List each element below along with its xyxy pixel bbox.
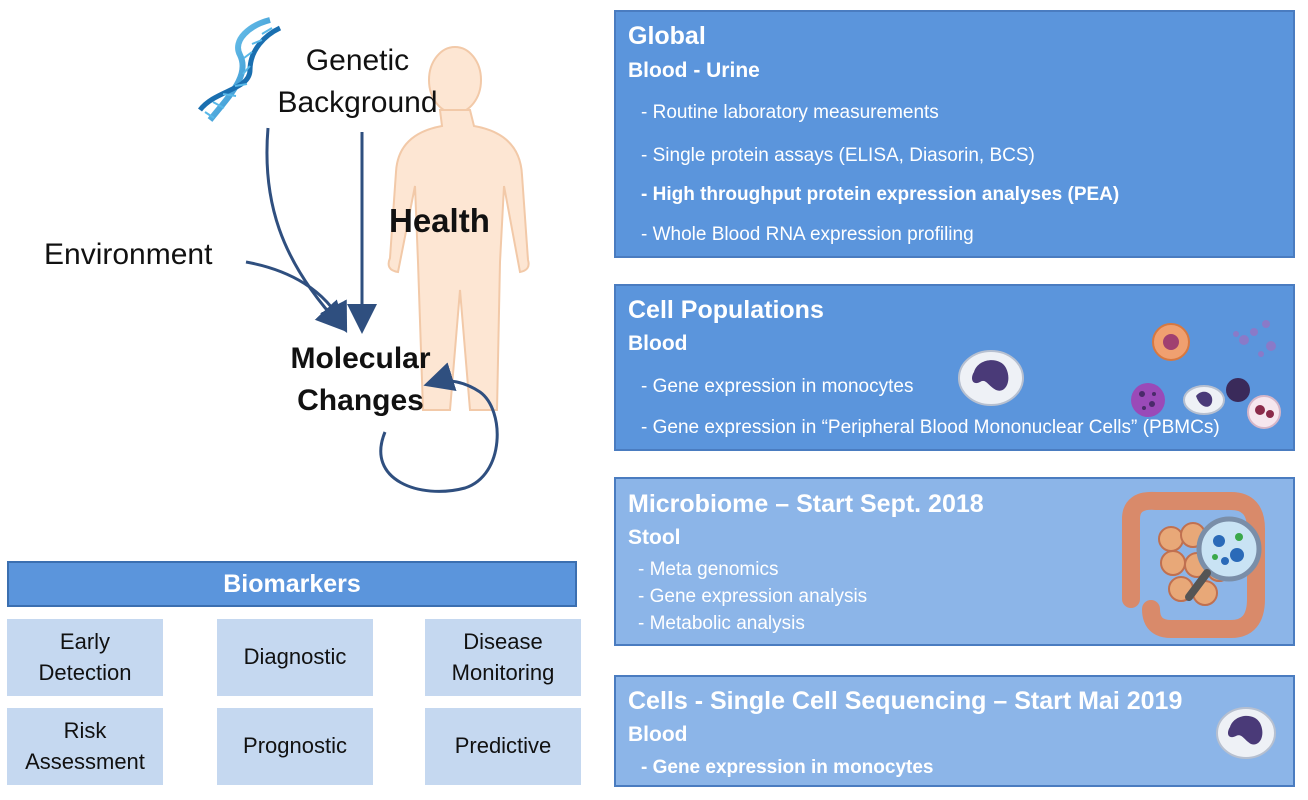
environment-label: Environment <box>44 238 213 271</box>
list-item: - Single protein assays (ELISA, Diasorin… <box>641 145 1035 166</box>
panel-title: Cells - Single Cell Sequencing – Start M… <box>628 687 1183 715</box>
panel-subtitle: Blood <box>628 332 688 355</box>
biomarker-diagnostic: Diagnostic <box>217 619 373 696</box>
intestine-microbiome-icon <box>1122 491 1265 638</box>
biomarkers-header: Biomarkers <box>7 561 577 607</box>
diagram-graphics <box>198 17 530 493</box>
human-body-icon <box>387 46 530 411</box>
list-item: - Whole Blood RNA expression profiling <box>641 224 974 245</box>
list-item: - Gene expression in monocytes <box>641 376 914 397</box>
panel-microbiome: Microbiome – Start Sept. 2018 Stool - Me… <box>614 477 1295 646</box>
list-item: - High throughput protein expression ana… <box>641 184 1120 205</box>
health-label: Health <box>389 202 490 239</box>
biomarker-prognostic: Prognostic <box>217 708 373 785</box>
panel-subtitle: Blood <box>628 723 688 746</box>
list-item: - Gene expression analysis <box>638 586 868 607</box>
genetic-background-label: Genetic Background <box>277 44 438 119</box>
dna-icon <box>198 17 282 122</box>
list-item: - Meta genomics <box>638 559 779 580</box>
list-item: - Gene expression in monocytes <box>641 757 934 778</box>
panel-single-cell-sequencing: Cells - Single Cell Sequencing – Start M… <box>614 675 1295 787</box>
panel-title: Microbiome – Start Sept. 2018 <box>628 490 984 518</box>
panel-cell-populations: Cell Populations Blood - Gene expression… <box>614 284 1295 451</box>
list-item: - Gene expression in “Peripheral Blood M… <box>641 417 1220 438</box>
monocyte-cell-icon <box>1216 707 1276 759</box>
panel-title: Cell Populations <box>628 296 824 324</box>
panel-title: Global <box>628 22 706 50</box>
panel-global: Global Blood - Urine - Routine laborator… <box>614 10 1295 258</box>
monocyte-cell-icon <box>958 350 1024 406</box>
panel-subtitle: Blood - Urine <box>628 59 760 82</box>
arrows <box>245 127 499 493</box>
blood-cells-icon <box>1131 320 1281 429</box>
biomarker-predictive: Predictive <box>425 708 581 785</box>
panel-subtitle: Stool <box>628 526 681 549</box>
list-item: - Metabolic analysis <box>638 613 805 634</box>
list-item: - Routine laboratory measurements <box>641 102 939 123</box>
molecular-changes-label: Molecular Changes <box>290 342 431 417</box>
